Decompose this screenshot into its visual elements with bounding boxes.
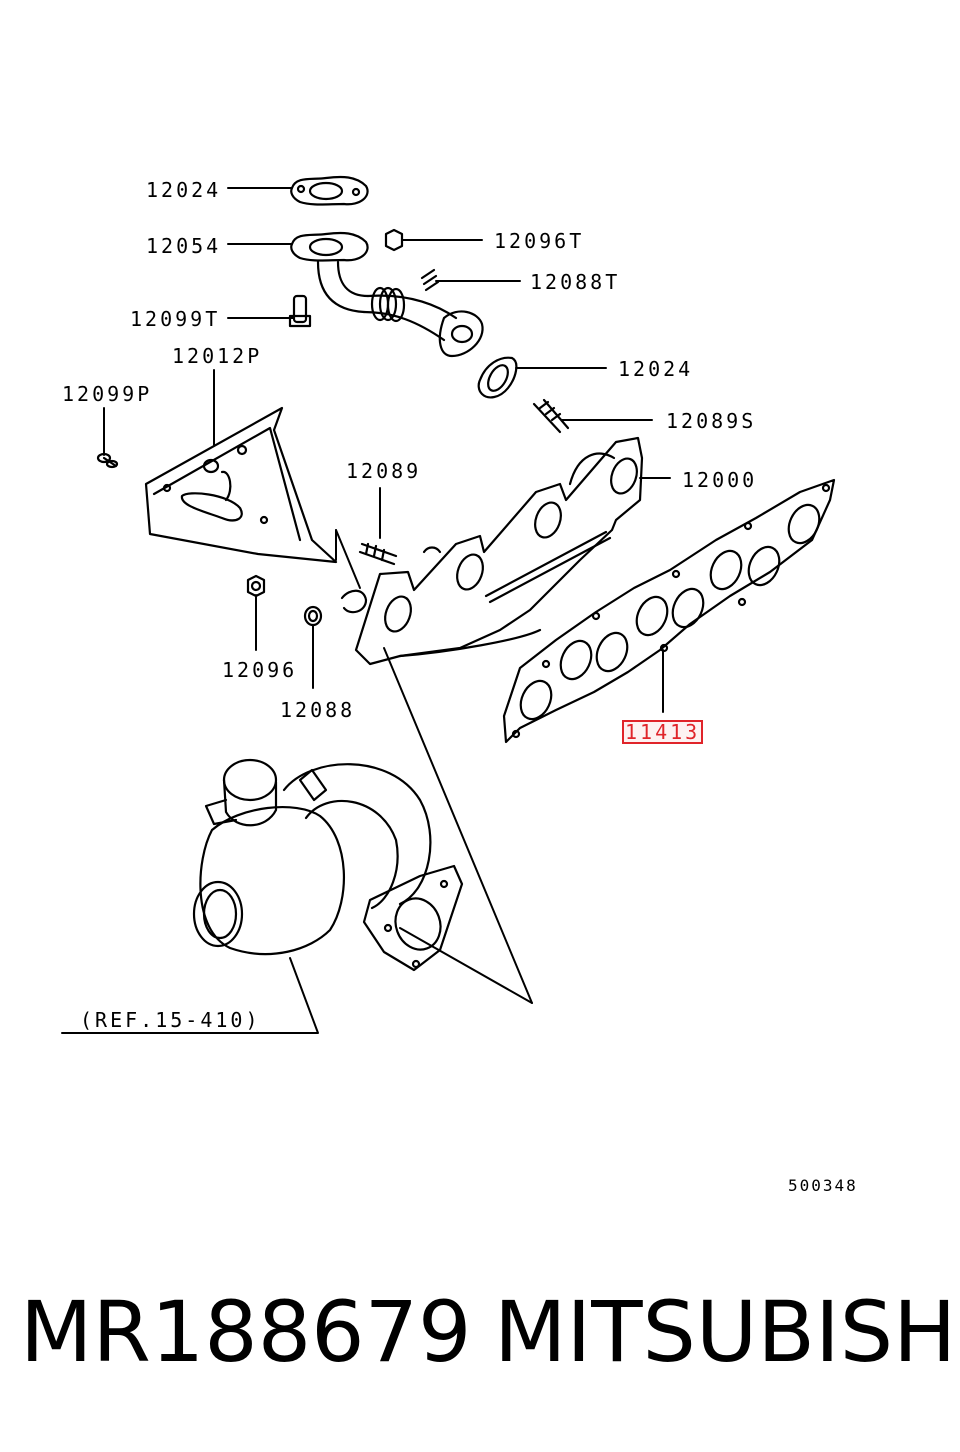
exhaust-manifold-12000 xyxy=(340,436,644,666)
diagram-code: 500348 xyxy=(788,1176,858,1195)
callout-12096T: 12096T xyxy=(494,229,585,253)
gasket-11413 xyxy=(502,478,836,744)
callout-12088T: 12088T xyxy=(530,270,621,294)
callout-12096: 12096 xyxy=(222,658,298,682)
callout-11413-highlighted: 11413 xyxy=(621,720,704,744)
part-number: MR188679 xyxy=(20,1283,472,1381)
stud-12089S xyxy=(532,398,570,434)
callout-12089S: 12089S xyxy=(666,409,757,433)
callout-12099P: 12099P xyxy=(62,382,153,406)
callout-12054: 12054 xyxy=(146,234,222,258)
callout-reference: (REF.15-410) xyxy=(80,1008,261,1032)
callout-12012P: 12012P xyxy=(172,344,263,368)
pipe-12054 xyxy=(290,231,484,358)
fasteners-top xyxy=(288,228,440,328)
nuts-bottom xyxy=(246,574,323,627)
bolt-12099P xyxy=(96,452,119,469)
leader-lines xyxy=(61,187,671,1034)
callout-12024-mid: 12024 xyxy=(618,357,694,381)
callout-12024-top: 12024 xyxy=(146,178,222,202)
callout-12099T: 12099T xyxy=(130,307,221,331)
heat-shield-12012P xyxy=(144,406,338,564)
callout-12000: 12000 xyxy=(682,468,758,492)
gasket-12024-mid xyxy=(477,356,518,399)
callout-12089: 12089 xyxy=(346,459,422,483)
turbocharger xyxy=(192,758,464,972)
gasket-12024-top xyxy=(290,175,369,206)
brand-name: MITSUBISHI xyxy=(494,1283,960,1381)
stud-12089 xyxy=(358,542,398,566)
callout-12088: 12088 xyxy=(280,698,356,722)
